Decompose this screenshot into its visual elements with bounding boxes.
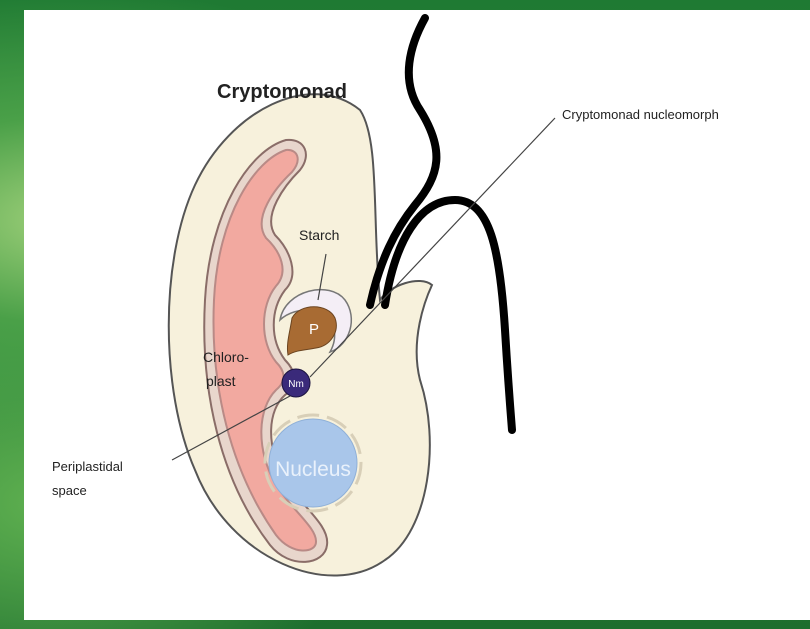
chloroplast-label-line2: plast: [206, 373, 236, 389]
pyrenoid-label: P: [309, 321, 319, 338]
periplastidal-label-line2: space: [52, 483, 87, 498]
starch-label: Starch: [299, 227, 339, 243]
nucleomorph-callout-label: Cryptomonad nucleomorph: [562, 107, 719, 122]
nucleus-label: Nucleus: [275, 458, 351, 481]
nucleomorph-label: Nm: [288, 379, 304, 390]
flagellum-long: [370, 18, 436, 305]
chloroplast-label-line1: Chloro-: [203, 349, 249, 365]
diagram-title: Cryptomonad: [217, 81, 347, 103]
periplastidal-label-line1: Periplastidal: [52, 459, 123, 474]
